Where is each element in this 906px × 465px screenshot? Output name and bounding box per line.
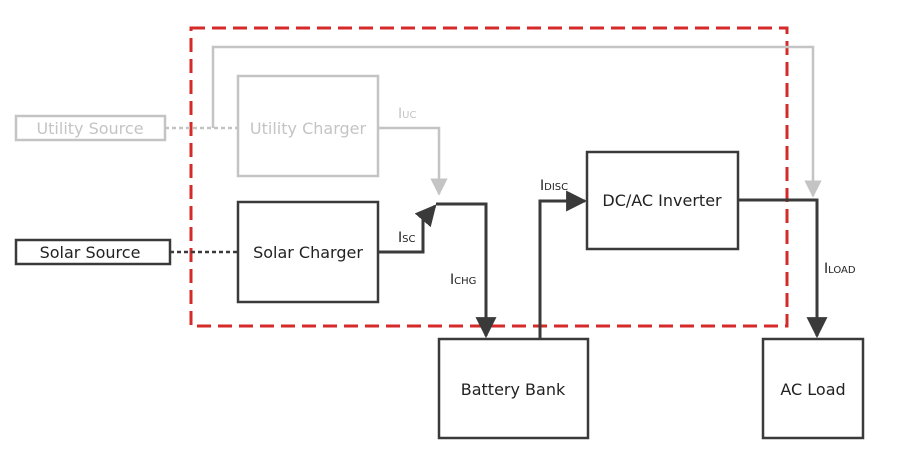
ac-load-label: AC Load <box>780 380 845 399</box>
system-boundary <box>189 26 789 328</box>
isc-label: ISC <box>398 230 415 246</box>
dc-ac-inverter-box: DC/AC Inverter <box>585 150 740 251</box>
utility-charger-label: Utility Charger <box>250 119 367 138</box>
active-path <box>170 190 828 339</box>
solar-source-box: Solar Source <box>14 238 172 266</box>
dc-ac-inverter-label: DC/AC Inverter <box>602 191 722 210</box>
solar-charger-box: Solar Charger <box>236 200 380 304</box>
iuc-line <box>378 126 448 196</box>
isc-line <box>378 204 437 254</box>
iload-line <box>738 198 828 339</box>
solar-source-label: Solar Source <box>40 243 141 262</box>
utility-path <box>165 45 822 198</box>
ichg-line <box>436 202 497 339</box>
utility-bypass-line <box>211 45 822 198</box>
iuc-label: IUC <box>398 106 416 122</box>
solar-charger-label: Solar Charger <box>253 243 363 262</box>
idisc-label: IDISC <box>540 178 568 194</box>
battery-bank-box: Battery Bank <box>437 337 590 440</box>
battery-bank-label: Battery Bank <box>461 380 566 399</box>
ac-load-box: AC Load <box>761 337 865 440</box>
utility-source-label: Utility Source <box>36 119 143 138</box>
ichg-label: ICHG <box>450 272 476 288</box>
iload-label: ILOAD <box>824 261 856 277</box>
utility-charger-box: Utility Charger <box>236 74 380 178</box>
utility-source-box: Utility Source <box>14 114 167 142</box>
idisc-line <box>538 190 588 339</box>
